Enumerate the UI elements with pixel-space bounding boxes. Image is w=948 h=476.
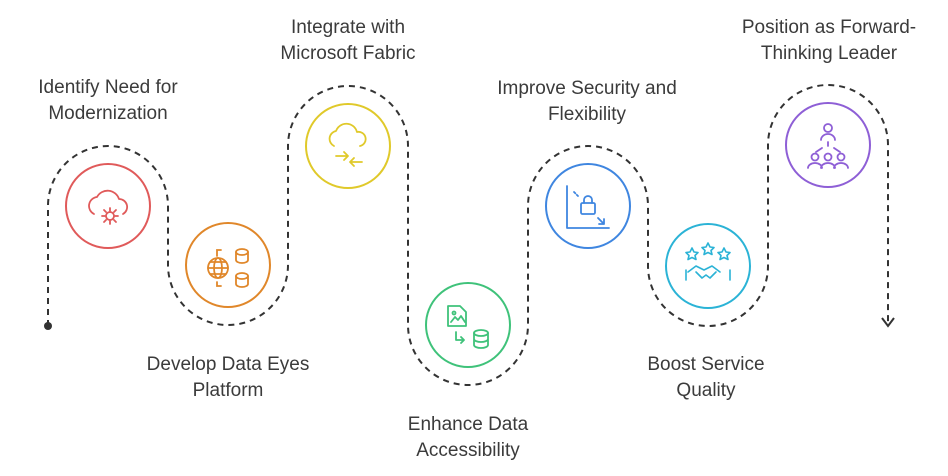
step-position-node	[785, 102, 871, 188]
cloud-gear-icon	[88, 189, 129, 225]
step-identify-label-line1: Identify Need for	[38, 77, 178, 98]
cloud-sync-icon	[328, 122, 367, 167]
step-enhance-node	[425, 282, 511, 368]
step-boost-node	[665, 223, 751, 309]
step-identify-node	[65, 163, 151, 249]
step-identify-label-line2: Modernization	[48, 103, 168, 124]
step-integrate-node	[305, 103, 391, 189]
step-improve-label: Improve Security and Flexibility	[474, 76, 700, 128]
flow-connector-path	[47, 84, 889, 386]
chart-lock-icon	[566, 185, 610, 229]
step-improve-label-line2: Flexibility	[547, 104, 627, 125]
step-enhance-label-line1: Enhance Data	[407, 414, 529, 435]
step-enhance-label-line2: Accessibility	[416, 440, 520, 461]
step-improve-label-line1: Improve Security and	[497, 78, 677, 99]
step-improve-node	[545, 163, 631, 249]
step-develop-node	[185, 222, 271, 308]
step-integrate-label: Integrate with Microsoft Fabric	[248, 15, 448, 67]
step-boost-label: Boost Service Quality	[616, 352, 796, 404]
start-dot	[44, 322, 52, 330]
step-position-label-line2: Thinking Leader	[760, 43, 898, 64]
file-database-icon	[447, 305, 489, 349]
end-arrow-icon	[881, 317, 895, 328]
globe-database-icon	[207, 248, 249, 288]
step-develop-label-line1: Develop Data Eyes	[146, 354, 310, 375]
step-boost-label-line2: Quality	[676, 380, 736, 401]
step-identify-label: Identify Need for Modernization	[10, 75, 206, 127]
step-position-label-line1: Position as Forward-	[741, 17, 917, 38]
step-integrate-label-line2: Microsoft Fabric	[280, 43, 416, 64]
step-position-label: Position as Forward- Thinking Leader	[718, 15, 940, 67]
step-boost-label-line1: Boost Service	[647, 354, 765, 375]
step-integrate-label-line1: Integrate with	[290, 17, 406, 38]
stars-handshake-icon	[685, 242, 731, 281]
step-develop-label-line2: Platform	[192, 380, 264, 401]
step-develop-label: Develop Data Eyes Platform	[120, 352, 336, 404]
step-enhance-label: Enhance Data Accessibility	[364, 412, 572, 464]
team-leader-icon	[807, 123, 849, 169]
